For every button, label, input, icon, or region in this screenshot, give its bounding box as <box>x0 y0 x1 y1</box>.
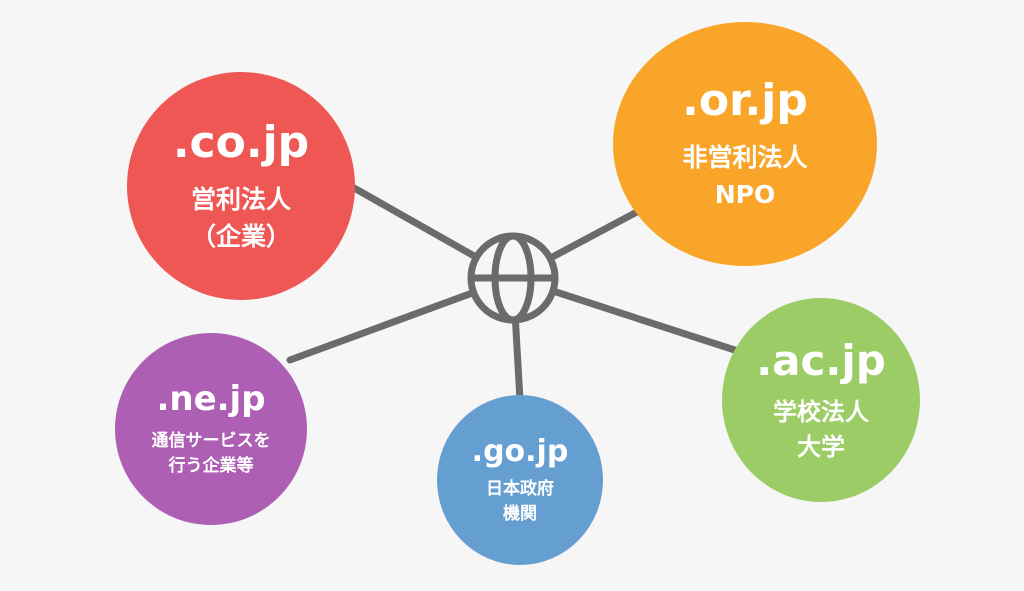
description-line-1: 日本政府 <box>486 478 554 499</box>
globe-icon <box>467 232 559 324</box>
description-line-2: 機関 <box>503 503 537 524</box>
description-line-1: 非営利法人 <box>682 143 808 173</box>
description-line-2: NPO <box>714 179 776 209</box>
node-ne-jp: .ne.jp 通信サービスを 行う企業等 <box>115 333 307 525</box>
node-go-jp: .go.jp 日本政府 機関 <box>437 395 603 565</box>
description-line-2: 大学 <box>797 432 845 461</box>
description-line-1: 通信サービスを <box>151 431 271 452</box>
domain-label: .co.jp <box>172 117 310 169</box>
node-ac-jp: .ac.jp 学校法人 大学 <box>722 298 920 502</box>
description-line-2: 行う企業等 <box>168 456 254 476</box>
domain-label: .go.jp <box>471 433 569 469</box>
node-or-jp: .or.jp 非営利法人 NPO <box>613 22 877 266</box>
domain-label: .ne.jp <box>156 379 266 420</box>
node-co-jp: .co.jp 営利法人 （企業） <box>127 72 355 300</box>
description-line-2: （企業） <box>190 221 291 251</box>
description-line-1: 営利法人 <box>190 185 291 215</box>
domain-label: .or.jp <box>682 75 808 127</box>
description-line-1: 学校法人 <box>773 397 869 426</box>
domain-label: .ac.jp <box>756 335 886 385</box>
